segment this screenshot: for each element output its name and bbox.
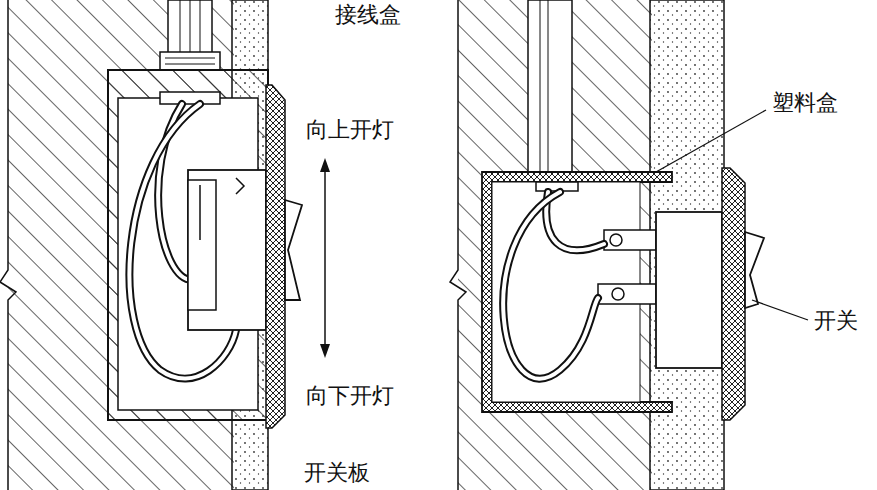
part-label: 开关板 — [302, 460, 372, 485]
switch-body — [656, 212, 722, 368]
direction-label: 向上开灯 — [304, 117, 396, 142]
direction-arrow — [320, 158, 330, 358]
part-label: 开关 — [812, 308, 860, 333]
part-label: 接线盒 — [333, 2, 403, 27]
direction-label: 向下开灯 — [304, 383, 396, 408]
lock-nut — [160, 52, 220, 70]
leader-line — [752, 300, 808, 320]
switch-lever — [285, 200, 302, 300]
plastic-box — [482, 172, 672, 412]
switch-lever — [745, 232, 764, 308]
leader-line — [656, 110, 766, 172]
plaster — [650, 0, 724, 490]
part-label: 塑料盒 — [770, 90, 840, 115]
conduit — [528, 0, 572, 180]
switch-body — [188, 170, 266, 330]
break-line — [450, 0, 466, 490]
break-line — [0, 0, 16, 490]
wires — [503, 192, 604, 379]
switch-plate — [722, 168, 745, 420]
metal-box — [108, 70, 268, 420]
switch-plate — [266, 85, 285, 428]
